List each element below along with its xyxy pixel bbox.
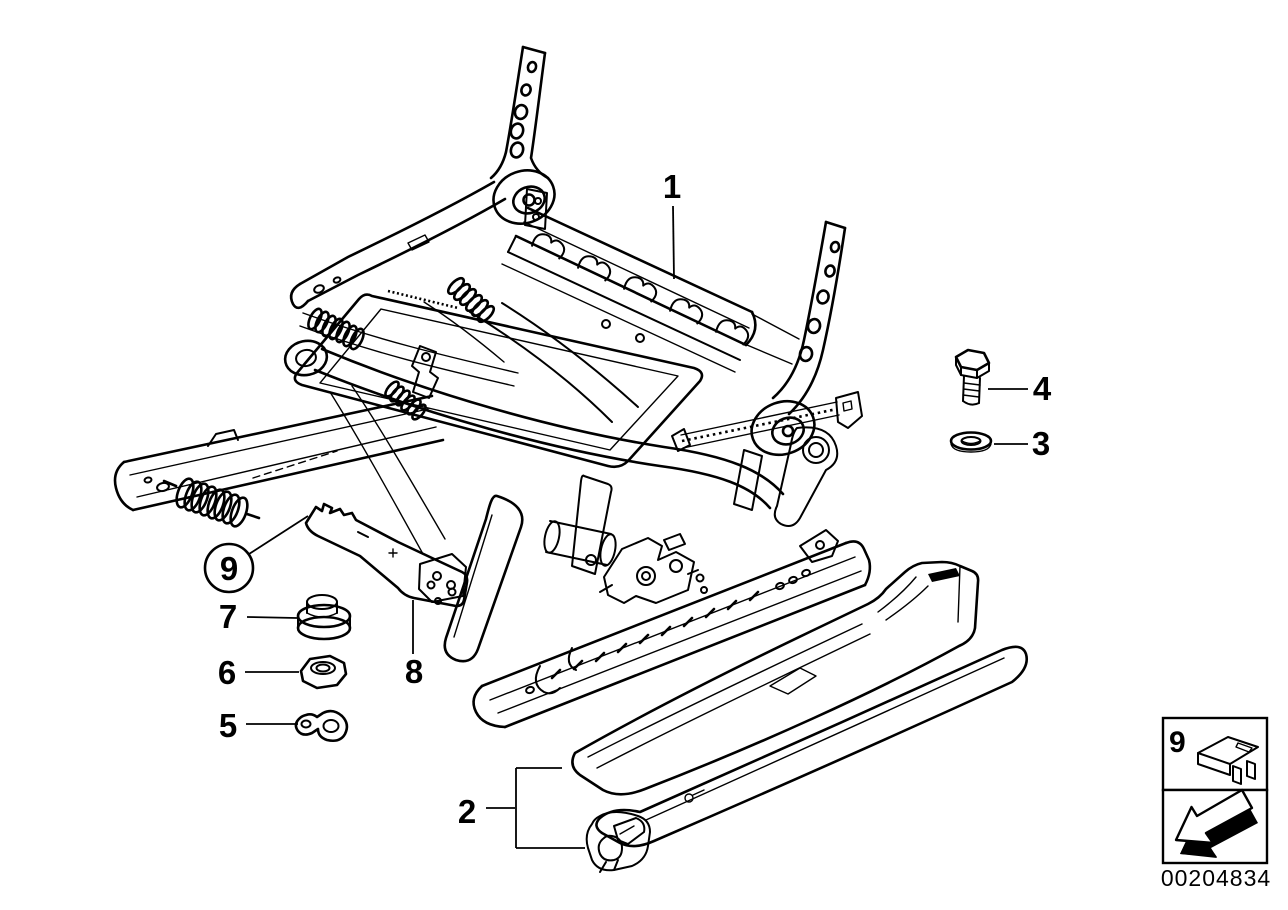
- rear-crossmember: [501, 206, 757, 373]
- callout-9-badge: 9: [203, 542, 255, 594]
- callout-3-label: 3: [1032, 425, 1050, 462]
- document-number: 00204834: [1161, 865, 1271, 891]
- callout-7-label: 7: [219, 598, 237, 635]
- callout-leader-lines: [245, 205, 1028, 849]
- seat-pan: [293, 293, 704, 469]
- callout-8-label: 8: [405, 653, 423, 690]
- trim-covers: [571, 560, 1028, 873]
- hook-clip-part: [294, 709, 349, 743]
- direction-arrow-icon: [1174, 788, 1258, 858]
- washer-part: [949, 431, 993, 453]
- backrest-bracket-center: [489, 45, 556, 230]
- bolt-part: [954, 348, 991, 406]
- callout-6-label: 6: [218, 654, 236, 691]
- callout-2-bracket: [486, 767, 585, 849]
- hex-nut-part: [299, 654, 348, 690]
- callout-5-label: 5: [219, 707, 237, 744]
- support-strap-part: [304, 502, 469, 608]
- callout-9-circle: [203, 542, 255, 594]
- left-slide-rail: [113, 394, 445, 528]
- right-slide-rail: [472, 529, 872, 729]
- front-crosstube: [283, 339, 785, 567]
- seat-trim-cover-front: [585, 645, 1028, 873]
- legend-clip-icon: [1197, 736, 1259, 785]
- support-legs: [329, 385, 613, 663]
- seat-trim-cover-rear: [571, 560, 980, 796]
- left-side-member: [289, 180, 519, 399]
- rail-return-spring: [162, 477, 261, 528]
- gear-mechanism: [599, 533, 708, 604]
- height-adjuster-spindle: [671, 401, 840, 452]
- callout-4-label: 4: [1033, 370, 1052, 407]
- callout-9-leader: [248, 515, 309, 555]
- seat-frame-illustration: [113, 45, 872, 729]
- belt-guide-clips: [531, 233, 750, 346]
- callout-9-label: 9: [220, 550, 238, 587]
- legend-box: 9: [1161, 716, 1269, 865]
- hardware-parts: [294, 348, 993, 743]
- callout-2-label: 2: [458, 793, 476, 830]
- callout-7-leader: [246, 616, 298, 619]
- backrest-bracket-right: [733, 220, 863, 527]
- legend-part-number: 9: [1169, 726, 1186, 759]
- callout-1-leader: [672, 205, 675, 280]
- callout-1-label: 1: [663, 168, 681, 205]
- cover-cap-part: [296, 594, 352, 641]
